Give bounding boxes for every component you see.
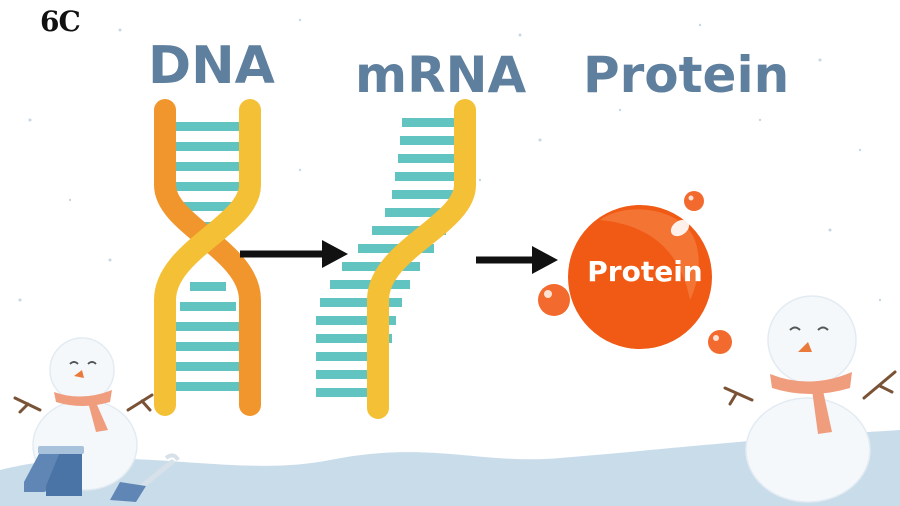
mrna-strand-icon [316,99,476,419]
logo: 6C [40,5,81,38]
dna-double-helix-icon [154,99,261,416]
mrna-label: mRNA [355,46,527,104]
protein-label: Protein [583,46,790,104]
snowman-icon [723,295,897,503]
protein-ball-label: Protein [587,255,703,288]
snow-ground [0,430,900,506]
snow-speckles [18,18,882,302]
protein-ball-icon [538,191,732,354]
dna-label: DNA [148,36,275,96]
snowman-icon [13,337,154,491]
shovel-icon [110,453,180,502]
boots-icon [24,446,84,496]
arrow-mrna-to-protein [476,246,558,274]
arrow-dna-to-mrna [240,240,348,268]
